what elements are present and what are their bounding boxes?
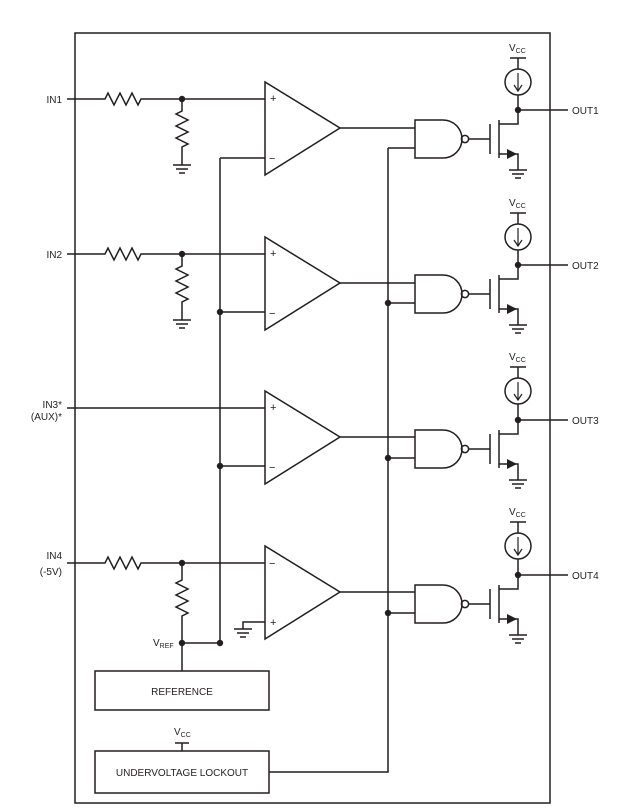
input-label: IN3* <box>43 400 63 411</box>
svg-text:+: + <box>270 402 276 414</box>
comparator <box>264 389 342 486</box>
output-label: OUT2 <box>572 261 599 272</box>
svg-text:−: − <box>269 308 275 320</box>
ground-icon <box>509 169 527 179</box>
svg-text:VCC: VCC <box>509 198 526 210</box>
uvlo-bus-wire <box>269 148 389 773</box>
input-label: IN4 <box>46 551 62 562</box>
output-label: OUT4 <box>572 571 599 582</box>
comparator <box>264 235 342 332</box>
svg-text:−: − <box>269 558 275 570</box>
input-resistor <box>67 555 265 571</box>
nand-gate <box>414 429 463 469</box>
ground-icon <box>509 324 527 334</box>
svg-text:+: + <box>270 248 276 260</box>
svg-text:VCC: VCC <box>509 507 526 519</box>
svg-text:VCC: VCC <box>509 352 526 364</box>
input-label: IN2 <box>46 250 62 261</box>
channel-4: IN4 (-5V) − + VCC OUT4 <box>40 507 599 644</box>
ground-icon <box>509 479 527 489</box>
vref-bus: VREF <box>153 157 265 671</box>
package-outline <box>74 32 551 804</box>
svg-text:+: + <box>270 617 276 629</box>
reference-block: REFERENCE <box>94 670 270 711</box>
uvlo-label: UNDERVOLTAGE LOCKOUT <box>116 768 248 779</box>
ground-icon <box>509 634 527 644</box>
nand-gate <box>414 274 463 314</box>
channel-2: IN2 + − VCC OUT2 <box>46 198 599 334</box>
vref-label: VREF <box>153 638 174 650</box>
reference-label: REFERENCE <box>151 687 213 698</box>
input-resistor <box>67 91 265 107</box>
comparator <box>264 80 342 177</box>
divider-resistor <box>174 99 190 165</box>
svg-text:VCC: VCC <box>509 43 526 55</box>
input-sublabel: (AUX)* <box>31 412 62 423</box>
input-label: IN1 <box>46 95 62 106</box>
nand-gate <box>414 119 463 159</box>
output-label: OUT3 <box>572 416 599 427</box>
comparator <box>264 544 342 641</box>
ground-icon <box>173 319 191 329</box>
divider-resistor <box>174 254 190 320</box>
output-label: OUT1 <box>572 106 599 117</box>
channel-3: IN3* (AUX)* + − VCC OUT3 <box>31 352 599 489</box>
input-resistor <box>67 246 265 262</box>
uvlo-block: UNDERVOLTAGE LOCKOUT VCC <box>94 148 389 794</box>
svg-text:+: + <box>270 93 276 105</box>
input-sublabel: (-5V) <box>40 567 62 578</box>
channel-1: IN1 + − VCC OUT1 <box>46 43 599 179</box>
nand-gate <box>414 584 463 624</box>
uvlo-vcc-label: VCC <box>174 727 191 739</box>
divider-resistor <box>174 563 190 643</box>
ground-icon <box>234 628 252 638</box>
ground-icon <box>173 164 191 174</box>
svg-text:−: − <box>269 462 275 474</box>
svg-text:−: − <box>269 153 275 165</box>
